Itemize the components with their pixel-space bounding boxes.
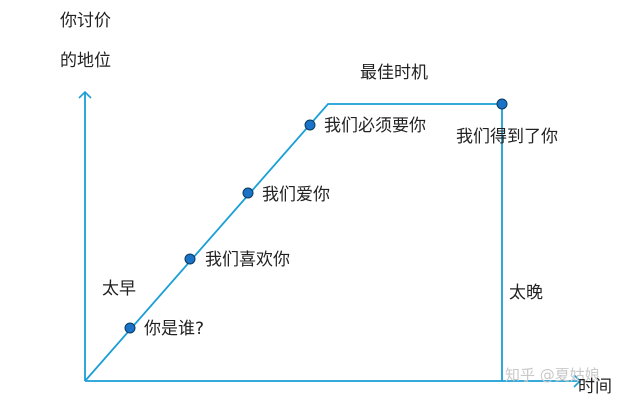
x-axis-label: 时间: [578, 377, 612, 397]
best-time-label: 最佳时机: [360, 63, 428, 83]
stage-dot-5: [496, 98, 508, 110]
too-early-label: 太早: [102, 279, 136, 299]
stage-label-3: 我们爱你: [262, 185, 330, 205]
status-curve: [84, 103, 503, 382]
watermark: 知乎 @夏姑娘: [505, 366, 600, 384]
stage-label-1: 你是谁?: [144, 319, 204, 339]
stage-label-2: 我们喜欢你: [205, 250, 290, 270]
stage-dot-4: [304, 119, 316, 131]
too-late-label: 太晚: [509, 283, 543, 303]
stage-label-4: 我们必须要你: [324, 116, 426, 136]
stage-dot-3: [242, 187, 254, 199]
y-axis-label-line1: 你讨价: [60, 11, 111, 31]
y-axis-label-line2: 的地位: [60, 51, 111, 71]
stage-label-5: 我们得到了你: [456, 127, 558, 147]
stage-dot-2: [184, 253, 196, 265]
stage-dot-1: [124, 322, 136, 334]
